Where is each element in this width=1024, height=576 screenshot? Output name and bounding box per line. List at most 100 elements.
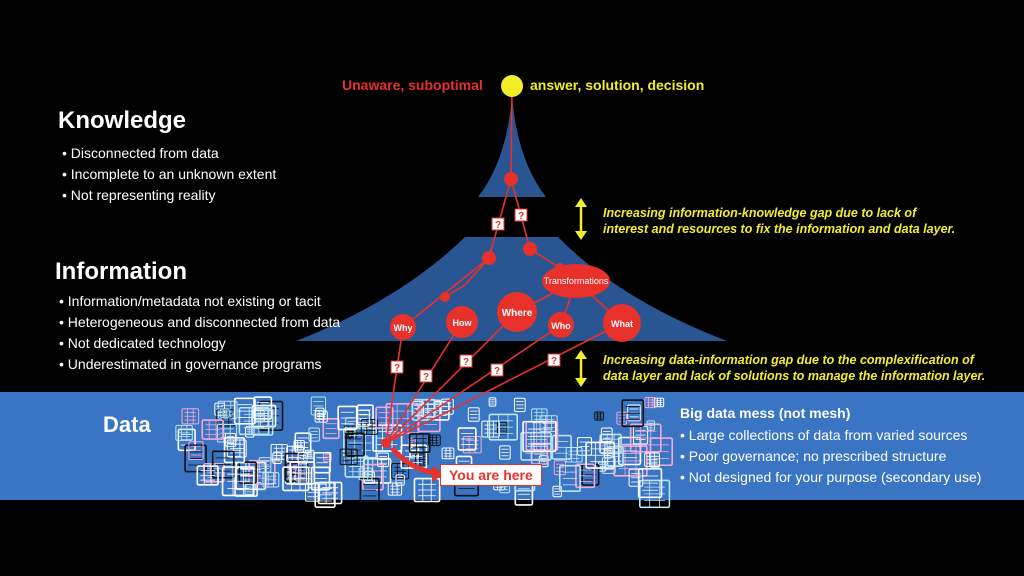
question-mark-box: ? bbox=[459, 354, 473, 368]
document-icon bbox=[308, 427, 320, 442]
spreadsheet-icon bbox=[653, 397, 665, 408]
spreadsheet-icon bbox=[644, 452, 660, 467]
junction-nodes bbox=[440, 172, 565, 302]
svg-text:?: ? bbox=[423, 372, 429, 383]
info-knowledge-gap-note: Increasing information-knowledge gap due… bbox=[603, 206, 956, 236]
spreadsheet-icon bbox=[181, 408, 200, 425]
question-mark-box: ? bbox=[490, 363, 504, 377]
information-title: Information bbox=[55, 258, 187, 285]
spreadsheet-icon bbox=[408, 433, 431, 454]
spreadsheet-icon bbox=[565, 447, 583, 463]
node-who bbox=[548, 312, 574, 338]
spreadsheet-icon bbox=[585, 441, 616, 469]
document-icon bbox=[297, 452, 308, 465]
decision-label: answer, solution, decision bbox=[530, 77, 705, 93]
document-icon bbox=[251, 408, 274, 436]
spreadsheet-icon bbox=[201, 419, 224, 440]
spreadsheet-icon bbox=[196, 465, 219, 486]
document-icon bbox=[467, 407, 480, 422]
document-icon bbox=[558, 464, 581, 493]
document-icon bbox=[337, 405, 358, 431]
data-file-icons bbox=[175, 396, 674, 509]
document-icon bbox=[606, 446, 624, 468]
decision-node bbox=[501, 75, 523, 97]
document-icon bbox=[314, 481, 336, 508]
spreadsheet-icon bbox=[175, 424, 193, 441]
question-mark-box: ? bbox=[514, 208, 528, 222]
spreadsheet-icon bbox=[262, 472, 280, 488]
document-icon bbox=[496, 421, 508, 435]
document-icon bbox=[488, 397, 497, 407]
spreadsheet-icon bbox=[520, 431, 552, 461]
unaware-label: Unaware, suboptimal bbox=[342, 77, 483, 93]
gap-arrow-upper bbox=[575, 198, 587, 240]
document-icon bbox=[238, 461, 257, 484]
spreadsheet-icon bbox=[428, 434, 441, 447]
label-who: Who bbox=[551, 321, 571, 331]
document-icon bbox=[499, 445, 511, 460]
information-bullet: Not dedicated technology bbox=[59, 333, 340, 354]
label-why: Why bbox=[394, 323, 413, 333]
document-icon bbox=[184, 444, 207, 473]
spreadsheet-icon bbox=[441, 447, 455, 460]
question-marks: ? ? ? ? ? ? ? bbox=[390, 208, 561, 383]
knowledge-title: Knowledge bbox=[58, 107, 187, 134]
spreadsheet-icon bbox=[488, 413, 519, 441]
information-bullet: Information/metadata not existing or tac… bbox=[59, 291, 340, 312]
knowledge-bullet: Disconnected from data bbox=[62, 143, 276, 164]
data-mess-title: Big data mess (not mesh) bbox=[680, 405, 851, 421]
document-icon bbox=[305, 482, 321, 502]
spreadsheet-icon bbox=[481, 420, 500, 438]
data-title: Data bbox=[103, 412, 151, 437]
data-bullet: Large collections of data from varied so… bbox=[680, 425, 981, 446]
information-bullet: Heterogeneous and disconnected from data bbox=[59, 312, 340, 333]
spreadsheet-icon bbox=[522, 420, 557, 453]
spreadsheet-icon bbox=[293, 439, 305, 451]
node-why bbox=[390, 314, 416, 340]
document-icon bbox=[513, 397, 526, 413]
document-icon bbox=[637, 468, 663, 499]
gap-arrow-lower bbox=[575, 350, 587, 387]
node-what bbox=[603, 304, 641, 342]
label-where: Where bbox=[502, 308, 533, 319]
knowledge-bullets: Disconnected from data Incomplete to an … bbox=[62, 143, 276, 206]
question-mark-box: ? bbox=[547, 353, 561, 367]
data-info-gap-note: Increasing data-information gap due to t… bbox=[603, 353, 986, 383]
spreadsheet-icon bbox=[221, 466, 255, 497]
label-what: What bbox=[611, 319, 633, 329]
data-bullet: Not designed for your purpose (secondary… bbox=[680, 467, 982, 488]
information-bullets: Information/metadata not existing or tac… bbox=[59, 291, 340, 375]
spreadsheet-icon bbox=[314, 410, 328, 423]
document-icon bbox=[621, 399, 645, 428]
svg-text:?: ? bbox=[551, 356, 557, 367]
document-icon bbox=[272, 452, 282, 464]
you-are-here-dot bbox=[381, 438, 391, 448]
svg-text:?: ? bbox=[394, 363, 400, 374]
document-icon bbox=[188, 441, 204, 460]
svg-text:?: ? bbox=[495, 220, 501, 231]
node-transformations bbox=[542, 264, 610, 298]
knowledge-bullet: Incomplete to an unknown extent bbox=[62, 164, 276, 185]
document-icon bbox=[576, 437, 593, 456]
data-bullet: Poor governance; no prescribed structure bbox=[680, 446, 981, 467]
node-where bbox=[497, 292, 537, 332]
label-how: How bbox=[453, 318, 473, 328]
spreadsheet-icon bbox=[339, 448, 358, 466]
spreadsheet-icon bbox=[219, 408, 230, 418]
document-icon bbox=[646, 420, 656, 431]
spreadsheet-icon bbox=[629, 423, 662, 453]
you-are-here-label: You are here bbox=[440, 464, 542, 486]
question-mark-box: ? bbox=[419, 369, 433, 383]
spreadsheet-icon bbox=[594, 411, 605, 421]
document-icon bbox=[244, 484, 254, 495]
document-icon bbox=[345, 432, 365, 457]
arrow-head bbox=[432, 466, 444, 482]
question-mark-box: ? bbox=[491, 217, 505, 231]
document-icon bbox=[600, 427, 613, 442]
document-icon bbox=[359, 477, 380, 503]
document-icon bbox=[395, 474, 405, 486]
question-mark-box: ? bbox=[390, 360, 404, 374]
document-icon bbox=[313, 451, 331, 474]
spreadsheet-icon bbox=[238, 406, 270, 436]
